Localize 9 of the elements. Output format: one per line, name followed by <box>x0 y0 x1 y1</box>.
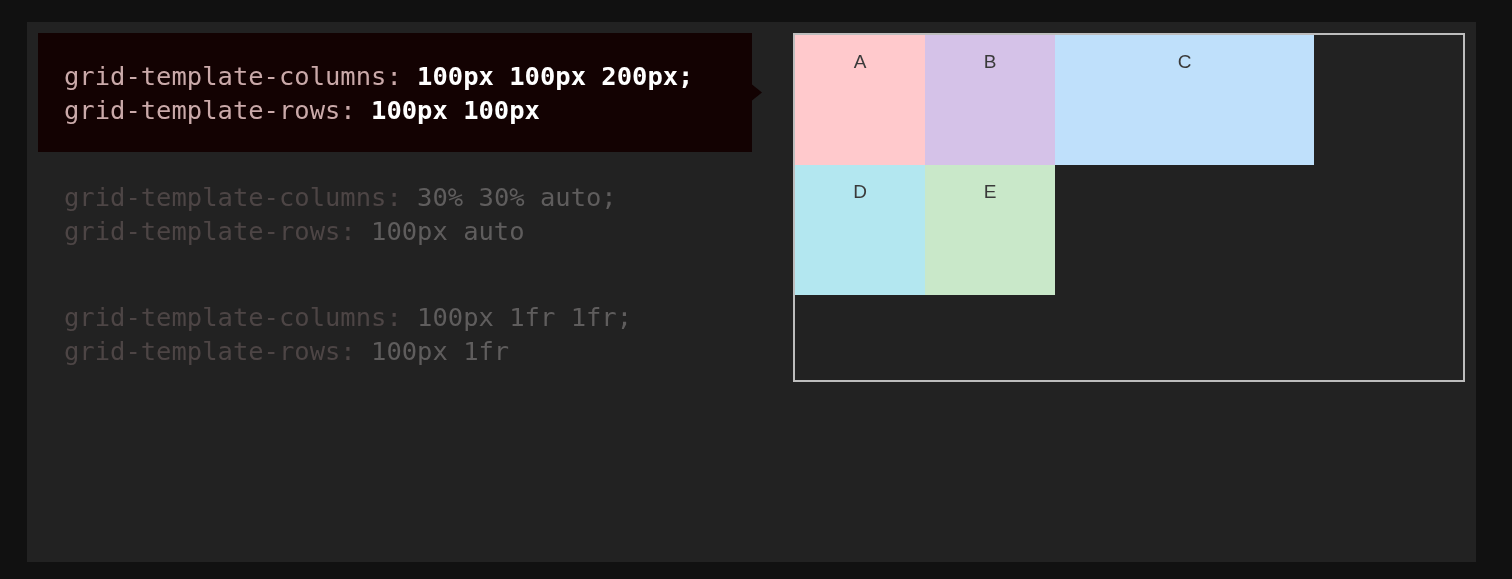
grid-item: E <box>925 165 1055 295</box>
code-line: grid-template-columns: 100px 100px 200px; <box>64 60 694 93</box>
code-line: grid-template-rows: 100px 100px <box>64 94 540 127</box>
grid-item: D <box>795 165 925 295</box>
grid-item: B <box>925 35 1055 165</box>
code-callout <box>38 33 762 152</box>
grid-item: A <box>795 35 925 165</box>
grid-item: C <box>1055 35 1314 165</box>
grid-container <box>793 33 1465 382</box>
